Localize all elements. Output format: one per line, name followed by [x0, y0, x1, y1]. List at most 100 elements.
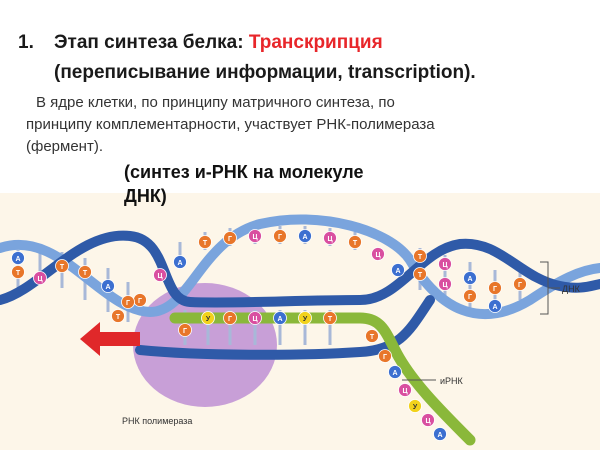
polymerase-label: РНК полимераза [122, 416, 192, 426]
right-helix-nucleotide-letter: Ц [442, 262, 448, 269]
top-bubble-nucleotide [348, 235, 362, 249]
right-helix-nucleotide [413, 249, 427, 263]
right-helix-nucleotide-letter: А [492, 304, 497, 311]
mrna-tail-nucleotide [388, 365, 402, 379]
description-line-3: (фермент). [26, 138, 103, 155]
right-helix-nucleotide-letter: Г [518, 282, 522, 289]
right-helix-nucleotide [488, 299, 502, 313]
dna-strand-front [0, 230, 600, 308]
subheading: (синтез и-РНК на молекуле ДНК) [124, 160, 363, 208]
paired-nucleotide-letter: У [303, 316, 308, 323]
right-helix-nucleotide [463, 271, 477, 285]
top-bubble-nucleotide [391, 263, 405, 277]
top-bubble-nucleotide-letter: Ц [375, 252, 381, 259]
top-bubble-nucleotide-letter: Ц [327, 236, 333, 243]
description-paragraph: В ядре клетки, по принципу матричного си… [26, 92, 591, 158]
heading-stage-name: Транскрипция [248, 32, 383, 53]
mrna-tail-nucleotide [378, 349, 392, 363]
mrna-tail-nucleotide [365, 329, 379, 343]
paired-nucleotide [178, 323, 192, 337]
mrna-tail-nucleotide-letter: А [392, 370, 397, 377]
left-helix-nucleotide [11, 265, 25, 279]
left-helix-nucleotide-letter: Ц [37, 276, 43, 283]
left-helix-nucleotide-letter: А [105, 284, 110, 291]
left-helix-nucleotide-letter: Т [83, 270, 88, 277]
top-bubble-nucleotide-letter: Т [203, 240, 208, 247]
right-helix-nucleotide [438, 277, 452, 291]
mrna-tail-nucleotide-letter: Г [383, 354, 387, 361]
right-helix-nucleotide-letter: Т [418, 254, 423, 261]
paired-nucleotide-letter: А [277, 316, 282, 323]
top-bubble-nucleotide [111, 309, 125, 323]
paired-nucleotide [298, 311, 312, 325]
mrna-tail-nucleotide [408, 399, 422, 413]
mrna-tail-nucleotide [421, 413, 435, 427]
top-bubble-nucleotide [273, 229, 287, 243]
paired-nucleotide [273, 311, 287, 325]
description-line-1: В ядре клетки, по принципу матричного си… [36, 94, 395, 111]
right-helix-nucleotide [513, 277, 527, 291]
left-helix-nucleotide [101, 279, 115, 293]
top-bubble-nucleotide-letter: А [177, 260, 182, 267]
paired-nucleotide [248, 311, 262, 325]
paired-nucleotide-letter: Г [228, 316, 232, 323]
left-helix-nucleotide [55, 259, 69, 273]
heading-number: 1. [18, 32, 34, 53]
mrna-tail-nucleotide-letter: Т [370, 334, 375, 341]
dna-template-strand [135, 295, 435, 360]
top-bubble-nucleotide [323, 231, 337, 245]
dna-strand-back [0, 214, 600, 320]
paired-nucleotide [201, 311, 215, 325]
top-bubble-nucleotide [298, 229, 312, 243]
left-helix-nucleotide-letter: Г [126, 300, 130, 307]
left-helix-nucleotide [121, 295, 135, 309]
mrna-tail-nucleotide-letter: Ц [402, 388, 408, 395]
top-bubble-nucleotide-letter: А [395, 268, 400, 275]
left-helix-nucleotide [78, 265, 92, 279]
left-helix-nucleotide-letter: Т [60, 264, 65, 271]
paired-nucleotide [223, 311, 237, 325]
top-bubble-nucleotide-letter: Г [138, 298, 142, 305]
right-helix-nucleotide-letter: Г [468, 294, 472, 301]
right-helix-nucleotide [488, 281, 502, 295]
top-bubble-nucleotide-letter: А [302, 234, 307, 241]
top-bubble-nucleotide [223, 231, 237, 245]
mrna-tail-nucleotide-letter: А [437, 432, 442, 439]
top-bubble-nucleotide [248, 229, 262, 243]
top-bubble-nucleotide-letter: Г [278, 234, 282, 241]
left-helix-nucleotide [33, 271, 47, 285]
right-helix-nucleotide [438, 257, 452, 271]
dna-bracket [540, 261, 560, 315]
paired-nucleotide-letter: У [206, 316, 211, 323]
paired-nucleotide [323, 311, 337, 325]
left-helix-nucleotide-letter: Т [16, 270, 21, 277]
heading-subtitle: (переписывание информации, transcription… [54, 62, 476, 83]
heading-title: Этап синтеза белка: Транскрипция [54, 30, 383, 56]
top-bubble-nucleotide-letter: Ц [252, 234, 258, 241]
top-bubble-nucleotide-letter: Ц [157, 273, 163, 280]
direction-arrow [80, 322, 140, 356]
mrna-tail-nucleotide [398, 383, 412, 397]
right-helix-nucleotide [463, 289, 477, 303]
right-helix-nucleotide-letter: А [467, 276, 472, 283]
top-bubble-nucleotide-letter: Т [353, 240, 358, 247]
description-line-2: принципу комплементарности, участвует РН… [26, 116, 435, 133]
right-helix-nucleotide [413, 267, 427, 281]
heading-prefix: Этап синтеза белка: [54, 32, 249, 53]
right-helix-nucleotide-letter: Т [418, 272, 423, 279]
top-bubble-nucleotide [173, 255, 187, 269]
mrna-strand [169, 312, 476, 446]
dna-label: ДНК [562, 284, 581, 294]
left-helix-nucleotide-letter: А [15, 256, 20, 263]
right-helix-nucleotide-letter: Ц [442, 282, 448, 289]
top-bubble-nucleotide-letter: Т [116, 314, 121, 321]
left-helix-nucleotide [11, 251, 25, 265]
subheading-line-1: (синтез и-РНК на молекуле [124, 162, 364, 182]
mrna-tail-nucleotide-letter: У [413, 404, 418, 411]
top-bubble-nucleotide-letter: Г [228, 236, 232, 243]
paired-nucleotide-letter: Т [328, 316, 333, 323]
mrna-label: иРНК [440, 376, 464, 386]
mrna-tail-nucleotide-letter: Ц [425, 418, 431, 425]
